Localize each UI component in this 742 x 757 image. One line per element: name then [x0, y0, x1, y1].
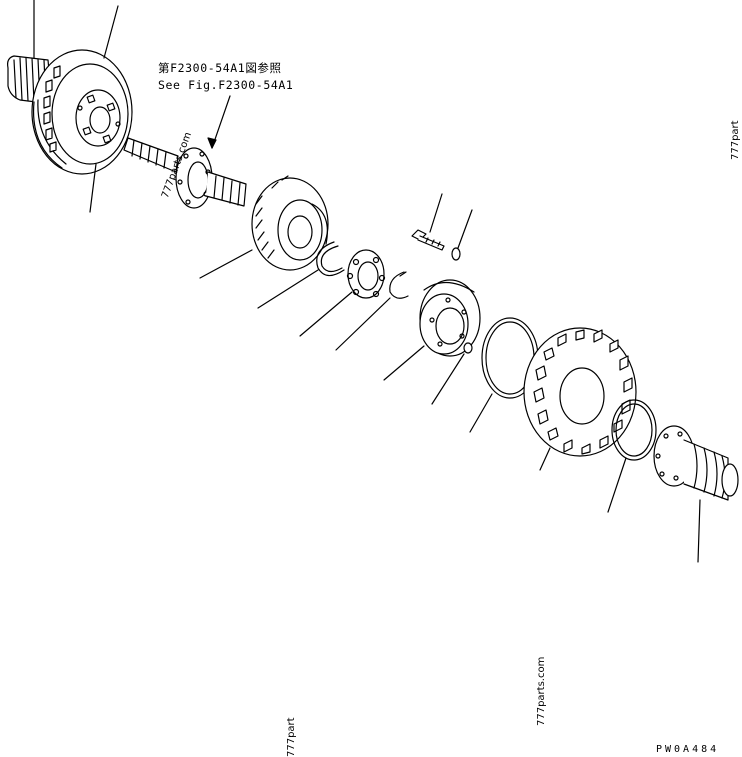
leader-line [607, 457, 627, 513]
reference-note-en: See Fig.F2300-54A1 [158, 78, 294, 92]
leader-line [89, 163, 97, 213]
small-o-ring [431, 342, 473, 405]
leader-line [335, 297, 391, 351]
end-hub [653, 425, 739, 563]
leader-line [697, 499, 701, 563]
drawing-code: PW0A484 [656, 744, 720, 755]
snap-ring [335, 271, 409, 351]
leader-line [103, 5, 119, 59]
leader-line [431, 353, 465, 405]
reference-note-jp: 第F2300-54A1図参照 [158, 61, 282, 75]
leader-line [469, 393, 493, 433]
washer [451, 209, 473, 261]
output-shaft [123, 137, 247, 209]
bolt [411, 193, 445, 251]
leader-line [299, 291, 353, 337]
drum-disc [31, 49, 133, 175]
watermark-text: 777part [730, 120, 741, 160]
leader-line [429, 193, 443, 233]
snap-ring [257, 241, 345, 309]
reference-arrow [207, 95, 231, 149]
watermark-text: 777parts.com [536, 656, 547, 726]
leader-line [383, 345, 425, 381]
leader-line [539, 447, 551, 471]
clutch-hub-gear [199, 175, 329, 279]
drum-assembly [7, 0, 133, 213]
watermark-text: 777part [286, 717, 297, 757]
leader-line [457, 209, 473, 249]
bearing [299, 249, 386, 337]
leader-line [199, 249, 253, 279]
leader-line [257, 269, 319, 309]
toothed-plate [523, 327, 637, 471]
piston-carrier [383, 279, 481, 381]
large-snap-ring [607, 399, 657, 513]
